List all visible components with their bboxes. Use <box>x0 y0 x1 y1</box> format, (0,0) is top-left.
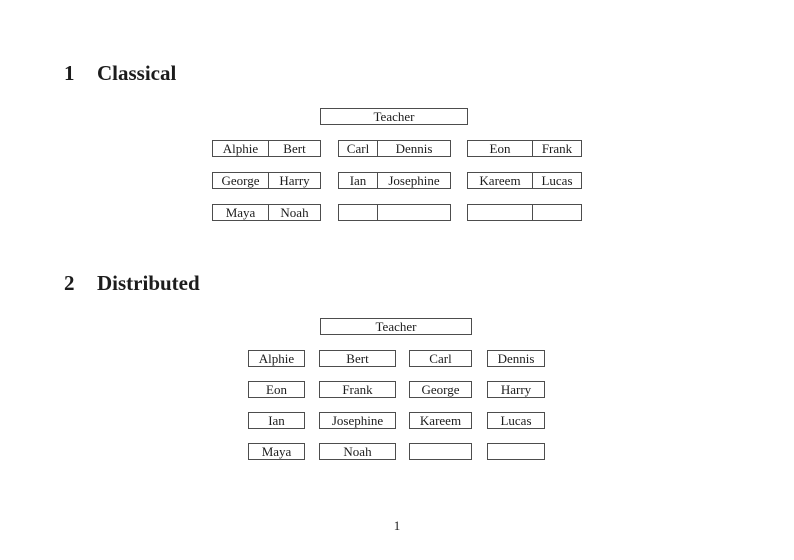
teacher-box-distributed: Teacher <box>320 318 472 335</box>
desk-distributed-r1-c2: Bert <box>319 350 396 367</box>
desk-classical-r3-c1: Maya Noah <box>212 204 321 221</box>
section-title: Classical <box>97 61 177 85</box>
seat-left: Maya <box>213 205 269 220</box>
seat-right: Josephine <box>388 173 440 188</box>
section-heading-distributed: 2 Distributed <box>64 271 200 295</box>
desk-classical-r3-c3 <box>467 204 582 221</box>
desk-distributed-r1-c1: Alphie <box>248 350 305 367</box>
seat-right: Dennis <box>395 141 433 156</box>
desk-distributed-r2-c3: George <box>409 381 472 398</box>
section-heading-classical: 1 Classical <box>64 61 176 85</box>
desk-distributed-r3-c2: Josephine <box>319 412 396 429</box>
seat-left: Alphie <box>213 141 269 156</box>
teacher-box-classical: Teacher <box>320 108 468 125</box>
seat-left: Eon <box>468 141 533 156</box>
desk-distributed-r3-c1: Ian <box>248 412 305 429</box>
desk-classical-r2-c3: Kareem Lucas <box>467 172 582 189</box>
desk-classical-r1-c1: Alphie Bert <box>212 140 321 157</box>
seat-right: Lucas <box>541 173 573 188</box>
desk-classical-r2-c2: Ian Josephine <box>338 172 451 189</box>
seat-right: Noah <box>280 205 309 220</box>
desk-distributed-r4-c2: Noah <box>319 443 396 460</box>
desk-distributed-r4-c1: Maya <box>248 443 305 460</box>
desk-classical-r3-c2 <box>338 204 451 221</box>
desk-classical-r1-c2: Carl Dennis <box>338 140 451 157</box>
desk-distributed-r4-c3 <box>409 443 472 460</box>
seat-right: Bert <box>283 141 306 156</box>
desk-classical-r2-c1: George Harry <box>212 172 321 189</box>
seat-right <box>533 205 581 220</box>
desk-distributed-r2-c2: Frank <box>319 381 396 398</box>
section-title: Distributed <box>97 271 200 295</box>
seat-left: Ian <box>339 173 378 188</box>
seat-left: Kareem <box>468 173 533 188</box>
seat-right: Harry <box>279 173 310 188</box>
desk-classical-r1-c3: Eon Frank <box>467 140 582 157</box>
section-number: 1 <box>64 61 75 85</box>
desk-distributed-r3-c4: Lucas <box>487 412 545 429</box>
seat-left <box>468 205 533 220</box>
desk-distributed-r3-c3: Kareem <box>409 412 472 429</box>
desk-distributed-r1-c4: Dennis <box>487 350 545 367</box>
desk-distributed-r4-c4 <box>487 443 545 460</box>
seat-right: Frank <box>541 141 573 156</box>
desk-distributed-r2-c1: Eon <box>248 381 305 398</box>
desk-distributed-r2-c4: Harry <box>487 381 545 398</box>
seat-left: George <box>213 173 269 188</box>
seat-left: Carl <box>339 141 378 156</box>
page-number: 1 <box>393 518 401 533</box>
seat-right <box>378 205 450 220</box>
desk-distributed-r1-c3: Carl <box>409 350 472 367</box>
seat-left <box>339 205 378 220</box>
section-number: 2 <box>64 271 75 295</box>
